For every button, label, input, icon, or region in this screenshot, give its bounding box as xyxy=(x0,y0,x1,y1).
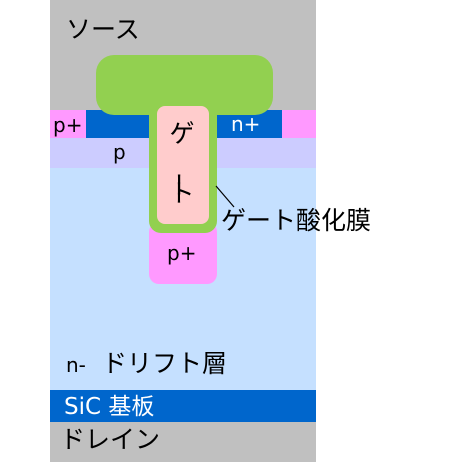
substrate-label: SiC 基板 xyxy=(64,394,154,420)
gate-label: ゲート xyxy=(163,119,194,208)
substrate-region xyxy=(50,390,316,422)
drain-label: ドレイン xyxy=(60,425,160,454)
gate-oxide-label: ゲート酸化膜 xyxy=(221,206,371,235)
drain-metal xyxy=(50,422,316,462)
gate-poly xyxy=(157,106,209,224)
p-plus-right-region xyxy=(282,110,316,138)
p-body-label: p xyxy=(113,140,126,164)
p-plus-left-label: p+ xyxy=(53,113,82,137)
p-plus-bottom-region xyxy=(149,222,217,284)
drift-label: ドリフト層 xyxy=(102,349,227,378)
n-plus-label: n+ xyxy=(231,112,260,136)
source-label: ソース xyxy=(66,15,140,44)
gate-oxide-leader xyxy=(215,185,235,208)
drift-prefix-label: n- xyxy=(66,353,86,377)
gate-oxide-cap xyxy=(96,55,273,115)
p-plus-left-region xyxy=(50,110,86,138)
p-plus-bottom-label: p+ xyxy=(167,241,196,265)
